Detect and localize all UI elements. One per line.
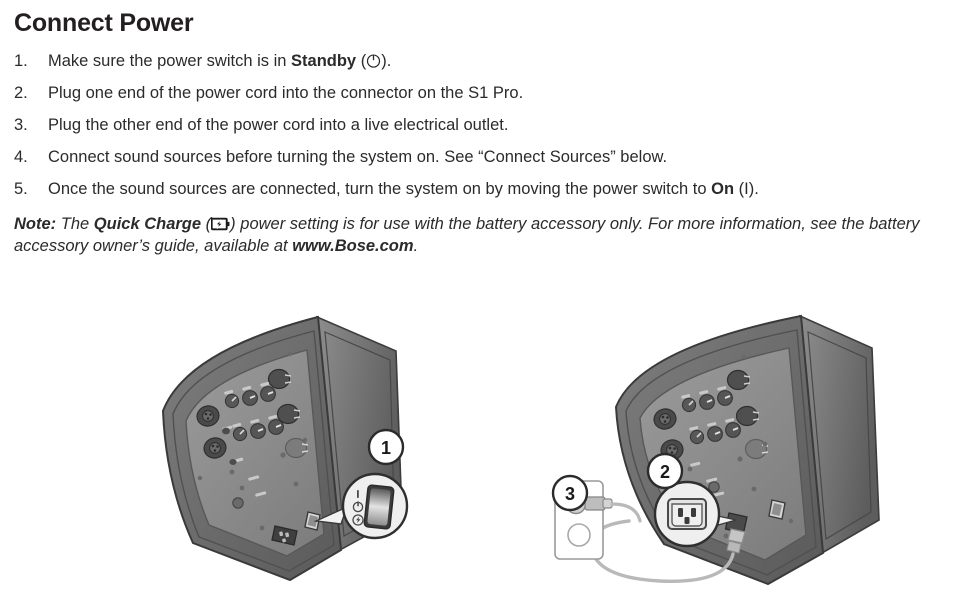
callout-3-label: 3 [565,484,575,504]
step-number: 2. [14,83,28,102]
note-paren-close: ) [230,215,241,234]
xlr-jack-2 [203,437,227,459]
step-number: 1. [14,51,28,70]
step-number: 4. [14,147,28,166]
figure-svg: 1 [161,314,880,586]
list-item: 2. Plug one end of the power cord into t… [14,84,946,102]
indicator-led [222,427,230,435]
step-emphasis: Standby [291,51,357,70]
page-title: Connect Power [14,9,194,37]
callout-2-label: 2 [660,462,670,482]
document-body: Connect Power 1. Make sure the power swi… [0,0,960,258]
power-switch[interactable] [304,511,321,531]
speaker-side-inset-right [807,331,872,541]
magnifier-symbols [352,490,364,526]
step-number: 5. [14,180,28,199]
callout-2: 2 [646,452,684,490]
figure-connect-power: 1 [0,288,960,593]
power-switch-right[interactable] [768,499,786,520]
small-dial [232,497,244,509]
quick-charge-battery-icon [210,216,230,231]
note-label: Note: [14,215,57,234]
rocker-switch-detail[interactable] [363,484,395,530]
power-cord-plug [724,512,748,554]
control-knobs-row-2 [232,419,284,442]
step-text: Make sure the power switch is in Standby… [48,51,392,70]
channel-selector-controls [267,368,309,459]
note-emphasis-quick-charge: Quick Charge [93,215,202,234]
list-item: 5. Once the sound sources are connected,… [14,180,946,198]
speaker-body-bevel [172,330,335,572]
panel-screws [197,351,308,531]
callout-1-label: 1 [381,438,391,458]
symbol-quick-charge-icon [352,514,364,526]
note-paragraph: Note: The Quick Charge () power setting … [14,214,944,258]
iec-power-inlet [271,525,298,546]
indicator-led-2 [229,459,237,465]
inlet-pin-right [691,508,696,517]
control-knobs-row-1-right [681,390,733,413]
connector-panel [185,349,325,557]
control-knobs-row-2-right [689,422,741,445]
symbol-on-icon [357,490,359,498]
step-text: Once the sound sources are connected, tu… [48,180,946,198]
steps-list: 1. Make sure the power switch is in Stan… [14,52,946,199]
list-item: 1. Make sure the power switch is in Stan… [14,52,946,70]
note-text-2: power setting is for use with the batter… [14,215,920,255]
small-dial-right [708,481,720,493]
control-knobs-row-1 [224,386,276,409]
speaker-body-bevel-right [625,329,817,576]
step-emphasis: On [711,180,735,199]
callout-3: 3 [551,474,589,512]
note-text-3: . [413,236,419,255]
xlr-jack-1-right [653,408,677,430]
inlet-pin-ground [684,517,690,524]
list-item: 3. Plug the other end of the power cord … [14,116,946,134]
step-number: 3. [14,115,28,134]
callout-1: 1 [367,428,405,466]
step-text: Plug one end of the power cord into the … [48,83,524,102]
step-text-lead: Make sure the power switch is in [48,51,292,70]
s1-pro-rear-panel-power-switch: 1 [161,315,409,582]
panel-screws-right [687,354,794,539]
step-text-tail: ). [381,51,392,70]
power-switch-magnifier [341,472,409,540]
power-standby-icon [366,53,381,68]
step-text-tail: (I). [734,180,759,199]
note-paren-open: ( [201,215,212,234]
step-text: Plug the other end of the power cord int… [48,115,509,134]
outlet-lower-socket [567,523,591,547]
plug-lead [610,502,642,523]
xlr-jack-1 [196,405,220,427]
iec-inlet-magnifier [653,480,721,548]
step-text: Connect sound sources before turning the… [48,147,668,166]
panel-labels-right [681,386,735,497]
note-text-1: The [56,215,94,234]
channel-selector-controls-right [726,369,769,460]
list-item: 4. Connect sound sources before turning … [14,148,946,166]
step-text-lead: Once the sound sources are connected, tu… [48,180,712,199]
xlr-jack-2-right [660,439,684,461]
inlet-pin-left [678,508,683,517]
note-link-bose: www.Bose.com [292,236,414,255]
symbol-standby-icon [352,501,364,513]
s1-pro-rear-panel-power-cord: 2 3 [551,314,880,586]
